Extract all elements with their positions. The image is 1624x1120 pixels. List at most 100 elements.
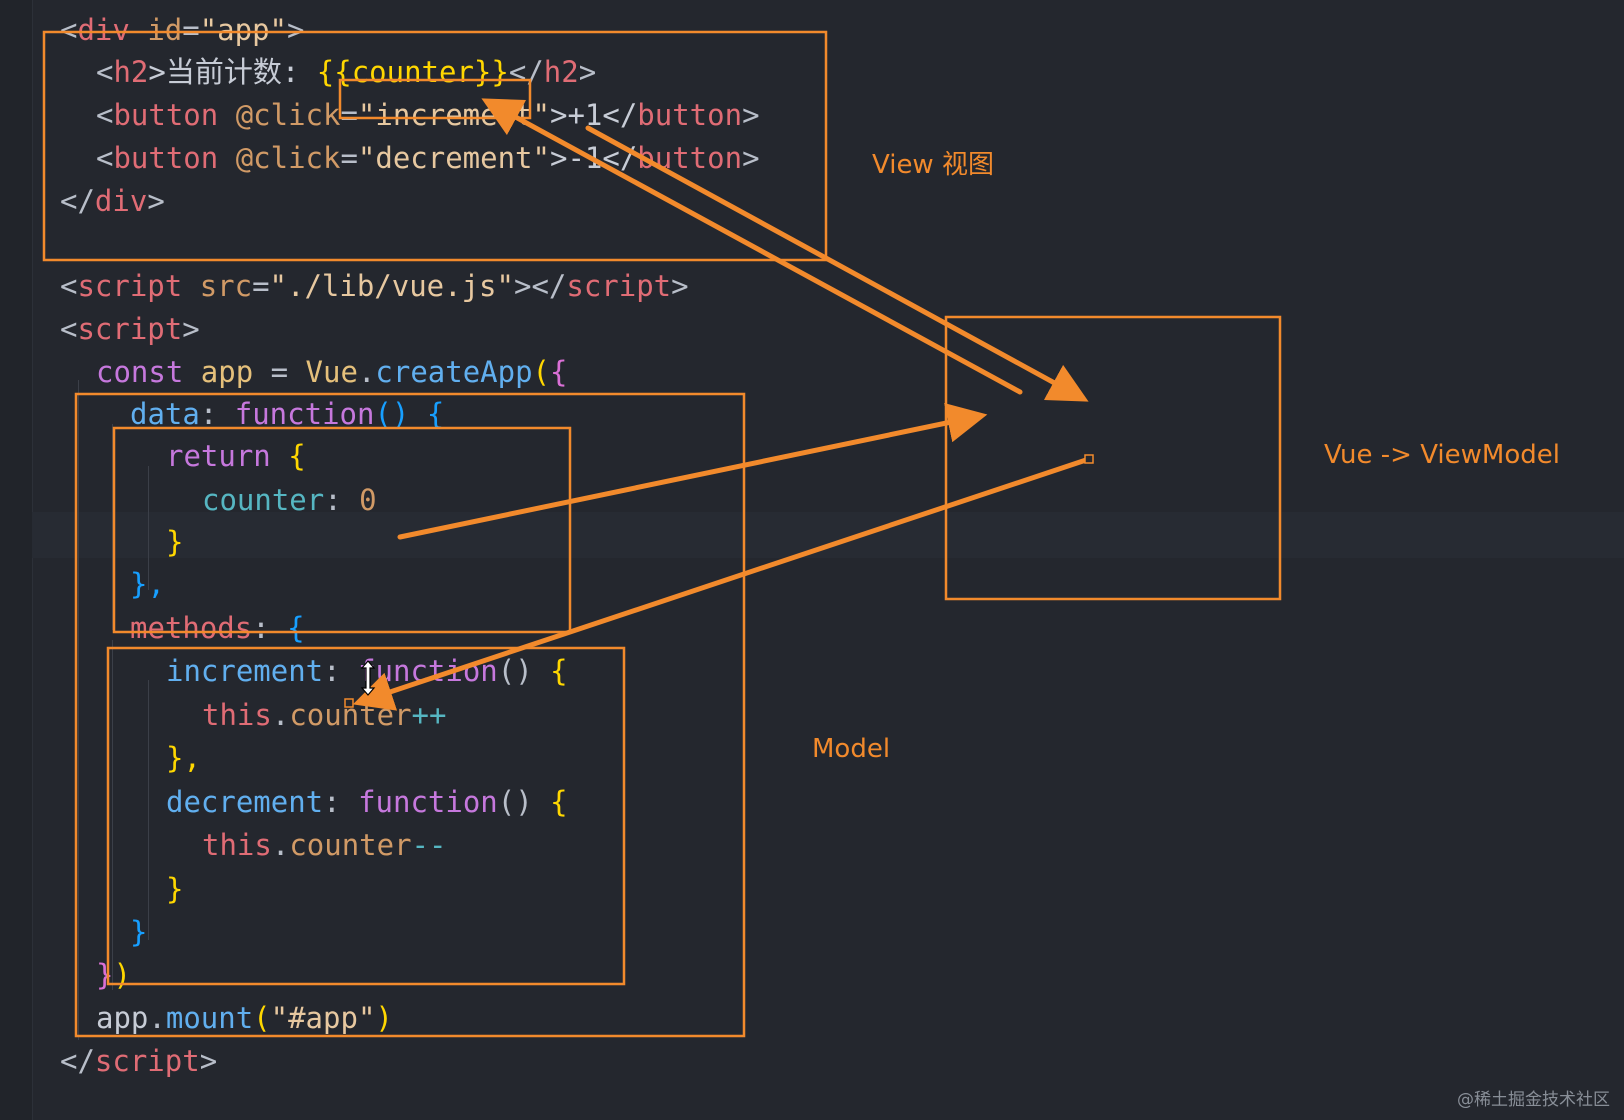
code-token: >: [147, 184, 165, 218]
selection-handle: [1084, 454, 1094, 464]
code-token: @click: [218, 98, 341, 132]
code-token: =: [253, 355, 306, 389]
code-token: (: [532, 355, 551, 389]
code-token: script: [566, 269, 672, 303]
code-token: <: [60, 13, 78, 47]
code-token: },: [130, 567, 165, 601]
code-token: =: [252, 269, 270, 303]
data-function-box: [112, 426, 572, 634]
code-token: button: [113, 98, 219, 132]
code-token: .: [271, 698, 290, 732]
code-token: </: [508, 55, 544, 89]
code-token: return: [166, 439, 271, 473]
indent-guide: [78, 380, 79, 1040]
model-label: Model: [812, 734, 891, 764]
code-token: :: [199, 397, 235, 431]
current-line-highlight: [32, 512, 1624, 558]
code-token: <: [96, 141, 114, 175]
code-token: id: [129, 13, 183, 47]
code-line[interactable]: </div>: [60, 181, 165, 221]
code-token: {: [532, 785, 568, 819]
editor-gutter: [0, 0, 33, 1120]
code-line[interactable]: }: [130, 912, 147, 952]
code-line[interactable]: },: [166, 738, 201, 778]
view-box: [42, 30, 828, 262]
code-token: }: [130, 915, 148, 949]
code-line[interactable]: <script src="./lib/vue.js"></script>: [60, 266, 689, 306]
code-token: <: [60, 312, 78, 346]
arrow-view-to-viewmodel: [585, 125, 1089, 402]
code-line[interactable]: data: function() {: [130, 394, 444, 434]
code-token: mount: [165, 1001, 254, 1035]
indent-guide: [148, 680, 149, 940]
code-token: app: [183, 355, 254, 389]
code-line[interactable]: <h2>当前计数: {{counter}}</h2>: [96, 52, 596, 92]
code-token: @click: [218, 141, 341, 175]
arrow-viewmodel-to-model: [352, 457, 1089, 711]
code-line[interactable]: increment: function() {: [166, 651, 568, 691]
code-token: this: [202, 698, 272, 732]
code-line[interactable]: this.counter--: [202, 825, 446, 865]
code-line[interactable]: return {: [166, 436, 306, 476]
code-token: {: [532, 654, 568, 688]
code-token: 0: [359, 483, 377, 517]
code-line[interactable]: }: [166, 522, 183, 562]
methods-box: [106, 646, 626, 986]
code-token: .: [148, 1001, 166, 1035]
indent-guide: [112, 640, 113, 990]
counter-binding-box: [338, 78, 532, 120]
view-label: View 视图: [872, 150, 994, 180]
code-token: Vue: [305, 355, 358, 389]
code-token: {: [409, 397, 445, 431]
code-line[interactable]: </script>: [60, 1041, 217, 1081]
code-token: button: [113, 141, 219, 175]
code-token: </: [60, 1044, 95, 1078]
code-token: app: [96, 1001, 149, 1035]
code-line[interactable]: const app = Vue.createApp({: [96, 352, 567, 392]
code-token: <: [96, 98, 114, 132]
code-token: <: [96, 55, 114, 89]
code-token: this: [202, 828, 272, 862]
code-token: :: [324, 483, 360, 517]
code-token: =: [340, 141, 358, 175]
code-token: src: [182, 269, 253, 303]
code-line[interactable]: this.counter++: [202, 695, 446, 735]
code-token: >: [287, 13, 305, 47]
code-token: {{counter}}: [316, 55, 509, 89]
code-line[interactable]: methods: {: [130, 608, 305, 648]
code-token: >: [578, 55, 597, 89]
code-token: }: [166, 872, 184, 906]
code-line[interactable]: counter: 0: [202, 480, 377, 520]
code-line[interactable]: decrement: function() {: [166, 782, 568, 822]
code-token: counter: [289, 828, 412, 862]
code-token: div: [94, 184, 148, 218]
code-token: >: [671, 269, 689, 303]
code-token: data: [130, 397, 200, 431]
code-token: function: [358, 785, 498, 819]
code-token: ++: [411, 698, 447, 732]
code-token: >: [742, 98, 760, 132]
selection-handle: [344, 698, 354, 708]
code-token: "app": [199, 13, 288, 47]
code-token: >+1</: [549, 98, 638, 132]
code-line[interactable]: app.mount("#app"): [96, 998, 393, 1038]
code-token: {: [550, 355, 568, 389]
code-token: ></: [513, 269, 567, 303]
code-token: :: [323, 785, 359, 819]
code-token: methods: [130, 611, 253, 645]
code-token: {: [270, 439, 306, 473]
code-line[interactable]: <script>: [60, 309, 200, 349]
watermark: @稀土掘金技术社区: [1457, 1090, 1610, 1110]
code-token: createApp: [375, 355, 533, 389]
code-token: "#app": [270, 1001, 376, 1035]
arrow-viewmodel-to-view: [481, 98, 1023, 395]
code-token: >: [182, 312, 200, 346]
code-line[interactable]: }: [166, 869, 183, 909]
code-token: {: [287, 611, 305, 645]
code-line[interactable]: },: [130, 564, 165, 604]
code-line[interactable]: <div id="app">: [60, 10, 305, 50]
code-token: ): [375, 1001, 393, 1035]
code-token: button: [637, 98, 743, 132]
